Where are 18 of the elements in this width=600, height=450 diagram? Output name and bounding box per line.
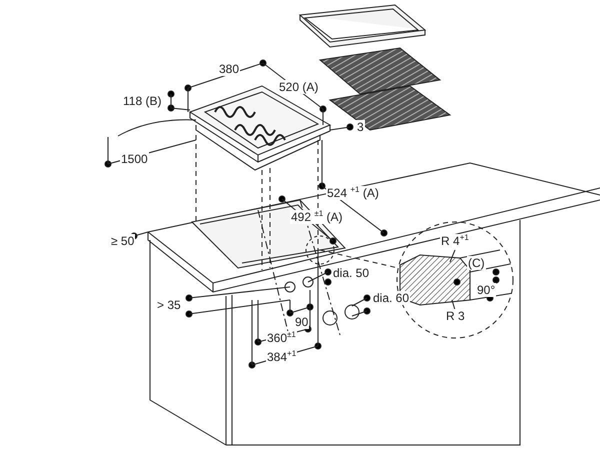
dimension-label: 360$^{±1}$ bbox=[266, 331, 297, 345]
dimension-label: 3 bbox=[356, 120, 365, 134]
dimension-label: 492 $^{±1}$ (A) bbox=[290, 210, 344, 224]
dimension-label: 118 (B) bbox=[122, 94, 162, 108]
dimension-label: dia. 60 bbox=[372, 291, 410, 305]
dimension-label: 380 bbox=[218, 62, 240, 76]
dimension-label: R 4$^{+1}$ bbox=[440, 234, 470, 248]
dimension-label: R 3 bbox=[445, 309, 466, 323]
dimension-label: (C) bbox=[467, 256, 486, 270]
dimension-label: 520 (A) bbox=[278, 80, 320, 94]
dimension-label: 384$^{+1}$ bbox=[266, 350, 298, 364]
dimension-label: 524 $^{+1}$ (A) bbox=[326, 186, 380, 200]
dimension-label: dia. 50 bbox=[332, 266, 370, 280]
dimension-label: 90° bbox=[476, 283, 496, 297]
dimension-label: ≥ 50 bbox=[110, 234, 136, 248]
dimension-label: 90 bbox=[294, 315, 310, 329]
dimension-label: 1500 bbox=[120, 152, 149, 166]
dimension-label: > 35 bbox=[156, 298, 182, 312]
